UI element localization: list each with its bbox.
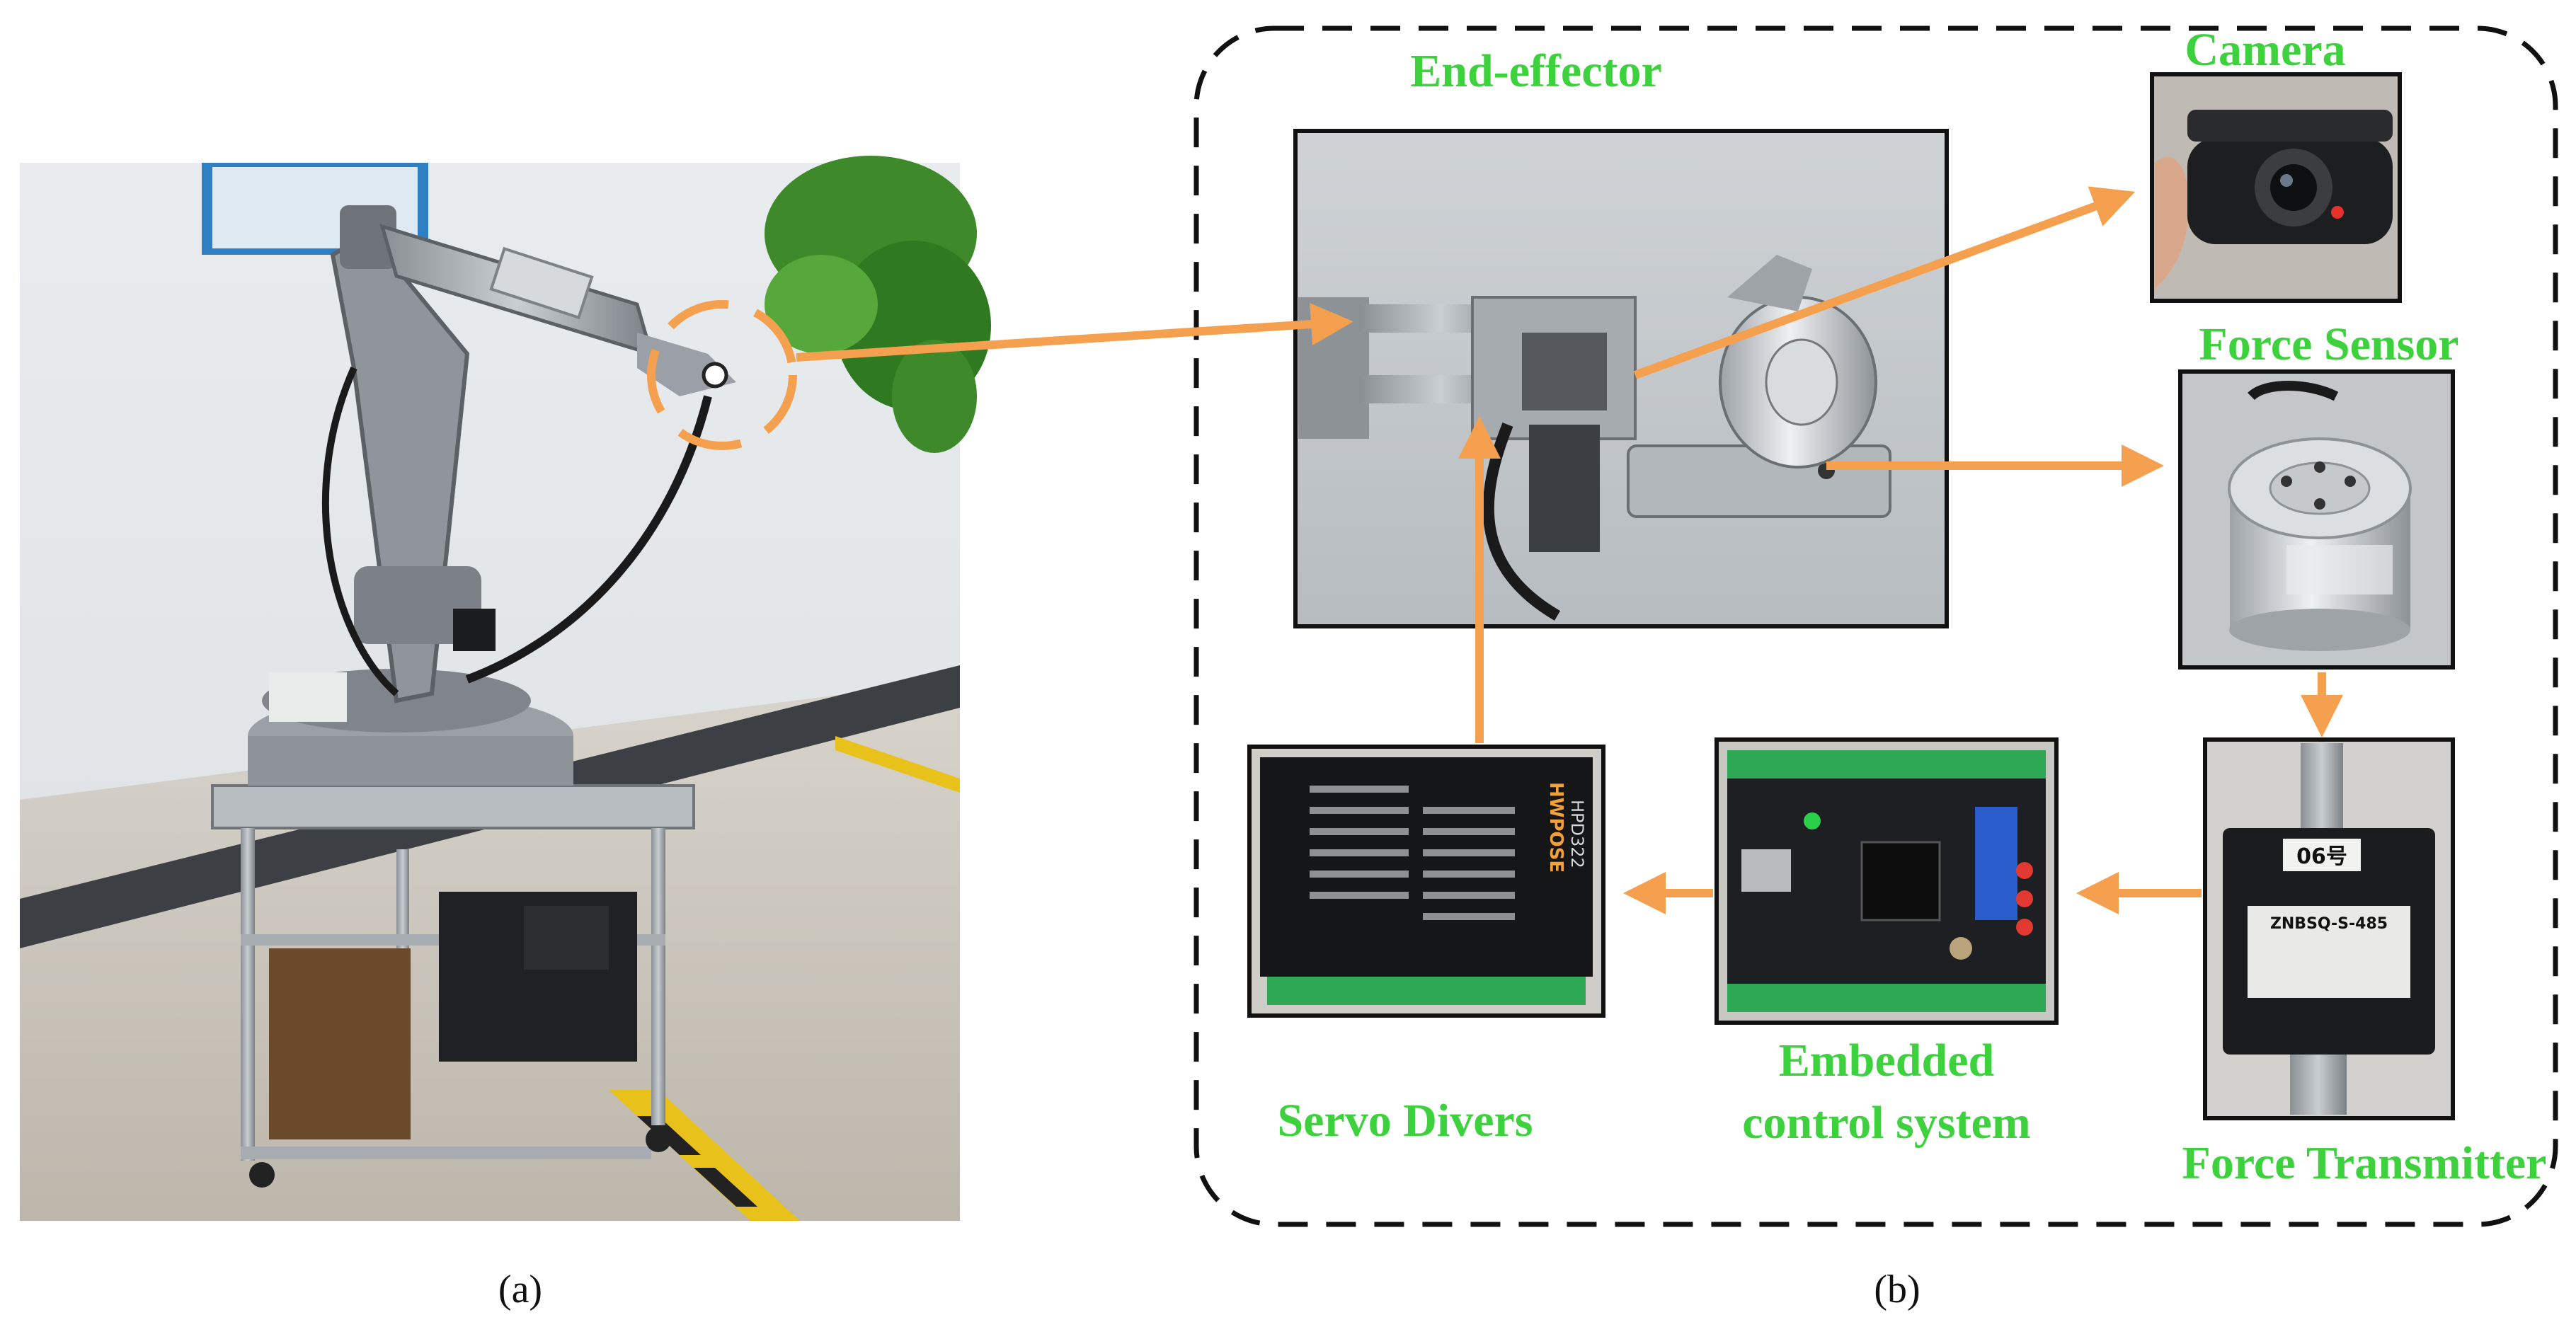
robot-cart: [211, 784, 695, 1188]
servo-driver-brand: HWPOSE: [1545, 782, 1567, 873]
transmitter-model-text: ZNBSQ-S-485: [2270, 915, 2388, 933]
plant: [765, 156, 991, 453]
photo-servo-driver: HWPOSE HPD322: [1247, 745, 1605, 1018]
photo-force-transmitter: 06号 ZNBSQ-S-485: [2203, 737, 2455, 1120]
label-embedded-line2: control system: [1742, 1097, 2031, 1149]
photo-robot-arm: [20, 156, 991, 1221]
servo-driver-spec-table: [1310, 786, 1515, 920]
arrow-robot-to-end-effector: [796, 303, 1353, 362]
caption-a: (a): [498, 1268, 542, 1311]
caption-b: (b): [1874, 1268, 1920, 1311]
photo-end-effector: [1293, 129, 1949, 628]
label-camera: Camera: [2185, 24, 2345, 76]
signal-arrows: [796, 186, 2343, 914]
photo-embedded-board: [1715, 737, 2059, 1025]
label-embedded-line1: Embedded: [1779, 1035, 1994, 1086]
servo-driver-model: HPD322: [1567, 800, 1587, 868]
system-frame: [1193, 25, 2558, 1227]
label-force-sensor: Force Sensor: [2199, 318, 2458, 370]
arrow-end-effector-to-camera: [1633, 186, 2136, 379]
transmitter-tag-text: 06号: [2296, 844, 2347, 869]
highlight-circle: [647, 300, 797, 450]
photo-force-sensor: [2178, 369, 2455, 670]
label-force-transmitter: Force Transmitter: [2182, 1137, 2547, 1189]
label-end-effector: End-effector: [1410, 45, 1662, 97]
photo-camera: [2150, 72, 2402, 303]
robot-arm: [321, 205, 736, 703]
label-servo-drivers: Servo Divers: [1277, 1095, 1533, 1147]
